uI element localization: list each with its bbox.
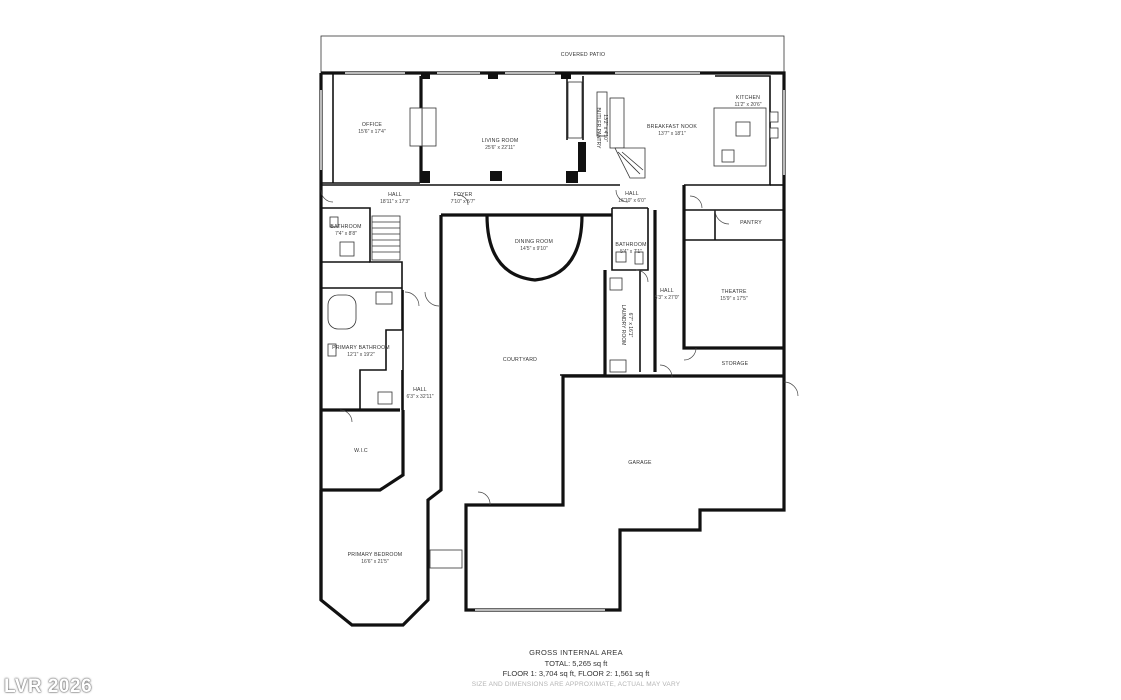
dim-hall-left: 6'3" x 32'11" — [406, 394, 433, 400]
interior-walls — [319, 73, 784, 600]
label-covered-patio: COVERED PATIO — [561, 52, 606, 58]
dim-hall-mid-right: 5'3" x 27'0" — [655, 295, 680, 301]
label-laundry-room: LAUNDRY ROOM — [620, 305, 626, 346]
dining-room-bay — [485, 214, 584, 282]
area-title: GROSS INTERNAL AREA — [529, 648, 623, 657]
watermark: LVR 2026 — [4, 676, 93, 697]
dim-primary-bathroom: 12'1" x 19'2" — [347, 352, 375, 358]
dim-dining-room: 14'5" x 9'10" — [520, 246, 548, 252]
dim-bathroom-right: 5'4" x 7'1" — [620, 249, 642, 255]
dim-kitchen: 11'2" x 20'6" — [734, 102, 761, 108]
label-butler-pantry: BUTLER PANTRY — [595, 108, 601, 150]
label-bathroom-left: BATHROOM — [330, 224, 361, 230]
label-primary-bedroom: PRIMARY BEDROOM — [348, 552, 403, 558]
fixtures — [327, 81, 779, 569]
label-courtyard: COURTYARD — [503, 357, 537, 363]
dim-foyer: 7'10" x 5'7" — [451, 199, 476, 205]
label-living-room: LIVING ROOM — [482, 138, 519, 144]
area-disclaimer: SIZE AND DIMENSIONS ARE APPROXIMATE, ACT… — [471, 680, 681, 688]
dim-bathroom-left: 7'4" x 8'8" — [335, 231, 357, 237]
dim-theatre: 15'9" x 17'5" — [720, 296, 748, 302]
area-floors: FLOOR 1: 3,704 sq ft, FLOOR 2: 1,561 sq … — [502, 669, 650, 678]
room-labels: COVERED PATIO OFFICE 15'6" x 17'4" LIVIN… — [330, 52, 762, 565]
dim-primary-bedroom: 16'6" x 21'5" — [361, 559, 389, 565]
covered-patio-outline — [320, 35, 785, 74]
label-foyer: FOYER — [454, 192, 473, 198]
label-hall-left: HALL — [413, 387, 427, 393]
structural-posts — [421, 73, 586, 183]
label-storage: STORAGE — [722, 361, 749, 367]
label-hall-upper-left: HALL — [388, 192, 402, 198]
label-kitchen: KITCHEN — [736, 95, 760, 101]
dim-hall-upper-left: 18'11" x 17'3" — [380, 199, 410, 205]
label-primary-bathroom: PRIMARY BATHROOM — [332, 345, 390, 351]
label-dining-room: DINING ROOM — [515, 239, 553, 245]
label-garage: GARAGE — [628, 460, 652, 466]
label-breakfast-nook: BREAKFAST NOOK — [647, 124, 697, 130]
label-hall-upper-right: HALL — [625, 191, 639, 197]
label-bathroom-right: BATHROOM — [615, 242, 646, 248]
dim-laundry-room: 6'7" x 16'1" — [627, 313, 633, 338]
dim-butler-pantry: 13'2" x 4'10" — [602, 114, 608, 142]
dim-hall-upper-right: 16'10" x 6'0" — [618, 198, 646, 204]
dim-breakfast-nook: 13'7" x 18'1" — [658, 131, 686, 137]
dim-office: 15'6" x 17'4" — [358, 129, 386, 135]
dim-living-room: 25'6" x 22'11" — [485, 145, 515, 151]
label-pantry: PANTRY — [740, 220, 762, 226]
area-summary: GROSS INTERNAL AREA TOTAL: 5,265 sq ft F… — [400, 648, 752, 690]
area-total: TOTAL: 5,265 sq ft — [544, 658, 608, 668]
label-wic: W.I.C — [354, 448, 368, 454]
label-hall-mid-right: HALL — [660, 288, 674, 294]
label-office: OFFICE — [362, 122, 383, 128]
windows — [320, 72, 785, 611]
label-theatre: THEATRE — [721, 289, 747, 295]
doors — [320, 189, 799, 506]
